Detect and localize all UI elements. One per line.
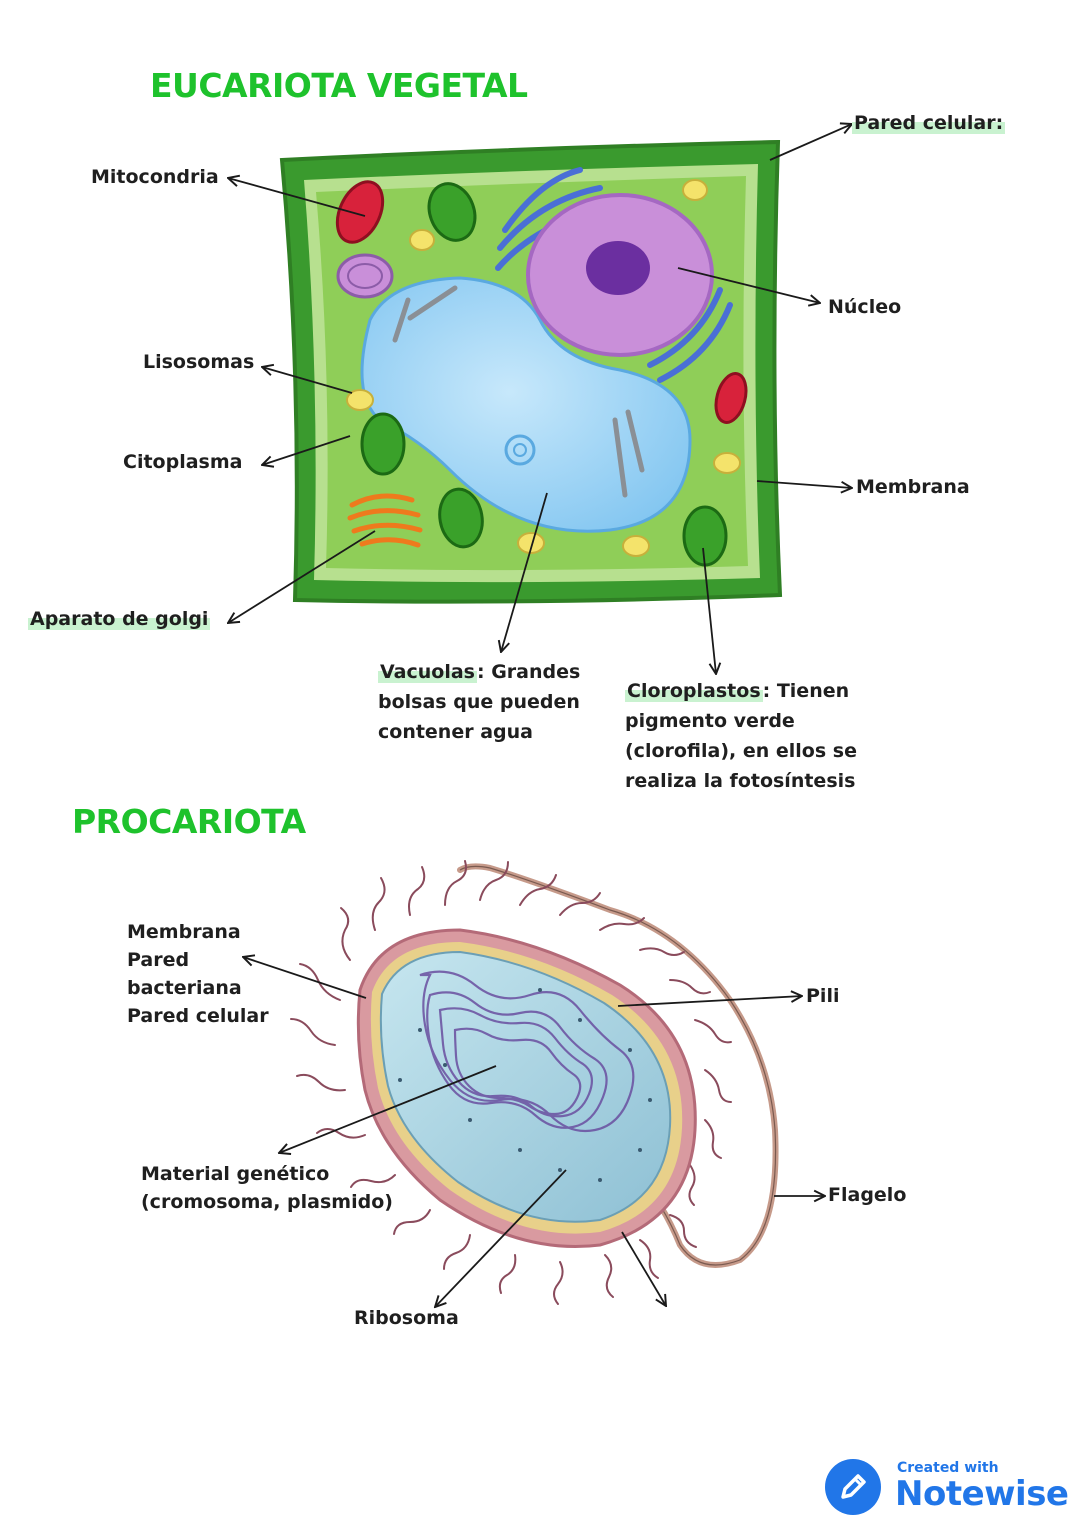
plant-cell <box>279 139 783 604</box>
label-membrana-pared: Membrana Pared bacteriana Pared celular <box>127 921 269 1027</box>
ribosomes <box>398 988 652 1182</box>
label-ribosoma: Ribosoma <box>354 1307 459 1329</box>
vesicle <box>409 229 435 251</box>
bacterial-cytoplasm <box>379 950 672 1223</box>
chloroplast <box>360 412 406 476</box>
label-flagelo: Flagelo <box>828 1184 907 1206</box>
pencil-icon <box>825 1459 881 1515</box>
vesicle <box>713 452 741 474</box>
label-pili: Pili <box>806 985 840 1007</box>
label-citoplasma: Citoplasma <box>123 451 243 473</box>
label-mitocondria: Mitocondria <box>91 166 219 188</box>
label-lisosomas: Lisosomas <box>143 351 255 373</box>
genetic-material <box>419 970 635 1133</box>
vesicle <box>517 532 545 554</box>
prokaryote-arrows <box>243 957 825 1307</box>
vacuole <box>360 276 692 533</box>
label-pared-celular: Pared celular: <box>852 112 1006 134</box>
plant-cell-title: EUCARIOTA VEGETAL <box>150 66 528 105</box>
vesicle-spiral <box>336 253 394 299</box>
label-membrana: Membrana <box>856 476 970 498</box>
chloroplast <box>438 487 484 549</box>
lysosome <box>346 389 374 411</box>
label-material-genetico: Material genético (cromosoma, plasmido) <box>141 1163 393 1213</box>
notewise-brand: Notewise <box>895 1474 1069 1514</box>
crystals <box>392 285 645 498</box>
chloroplast <box>427 182 477 242</box>
created-with-text: Created with <box>897 1460 999 1476</box>
label-aparato-golgi: Aparato de golgi <box>28 608 211 630</box>
label-nucleo: Núcleo <box>828 296 902 318</box>
mitochondrion <box>335 180 385 244</box>
golgi-apparatus <box>347 493 423 548</box>
prokaryote-title: PROCARIOTA <box>72 802 306 841</box>
vesicle <box>622 535 650 557</box>
chloroplast <box>682 505 728 567</box>
prokaryote-cell <box>290 860 779 1305</box>
plant-cell-arrows <box>228 124 852 674</box>
nucleolus <box>586 241 650 295</box>
label-cloroplastos: Cloroplastos: Tienen pigmento verde (clo… <box>625 680 857 792</box>
label-vacuolas: Vacuolas: Grandes bolsas que pueden cont… <box>378 661 581 743</box>
mitochondrion <box>714 372 748 424</box>
pili <box>290 860 732 1305</box>
vesicle <box>682 179 708 201</box>
